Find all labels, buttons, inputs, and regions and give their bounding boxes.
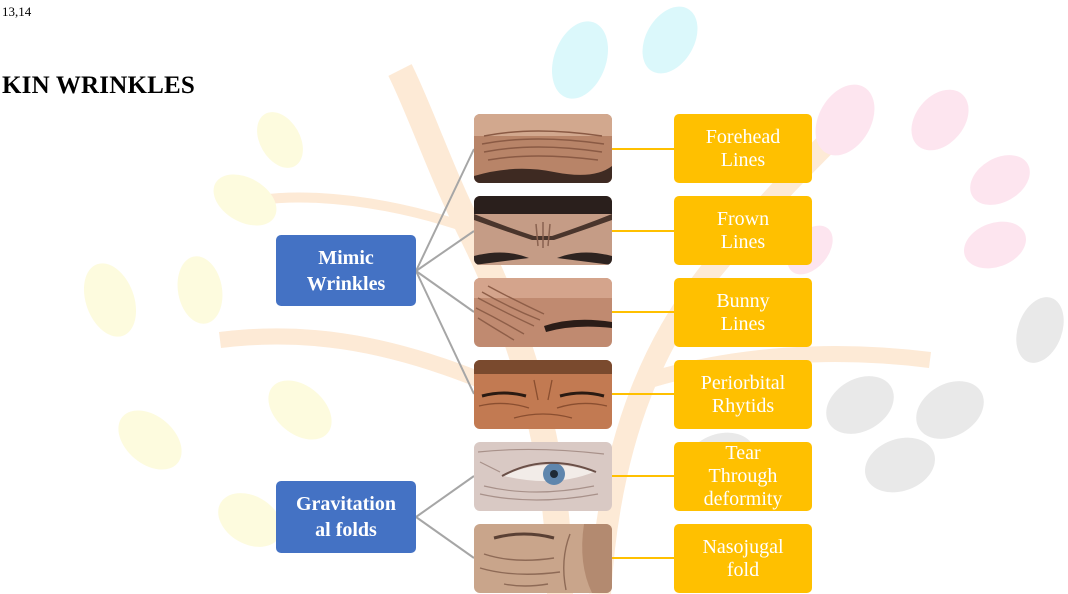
- tear-line-3: deformity: [704, 488, 783, 511]
- nasojugal-line-2: fold: [702, 559, 783, 582]
- forehead-line-1: Forehead: [706, 126, 780, 149]
- tear-line-1: Tear: [704, 442, 783, 465]
- frown-photo: [474, 196, 612, 265]
- bunny-line-2: Lines: [716, 313, 769, 336]
- periorbital-photo: [474, 360, 612, 429]
- connector-grav-nasojugal: [416, 517, 474, 558]
- bunny-photo: [474, 278, 612, 347]
- connector-mimic-frown: [416, 231, 474, 271]
- periorbital-line-2: Rhytids: [701, 395, 785, 418]
- connector-mimic-periorbital: [416, 271, 474, 394]
- periorbital-line-1: Periorbital: [701, 372, 785, 395]
- reference-note: 13,14: [2, 4, 31, 20]
- frown-line-1: Frown: [717, 208, 769, 231]
- forehead-photo: [474, 114, 612, 183]
- tear-line-2: Through: [704, 465, 783, 488]
- bunny-line-1: Bunny: [716, 290, 769, 313]
- nasojugal-photo: [474, 524, 612, 593]
- gravitational-label-line-1: Gravitation: [296, 491, 396, 517]
- connector-mimic-bunny: [416, 271, 474, 312]
- nasojugal-line-1: Nasojugal: [702, 536, 783, 559]
- page-heading: KIN WRINKLES: [2, 72, 195, 100]
- tear-trough-photo: [474, 442, 612, 511]
- frown-line-2: Lines: [717, 231, 769, 254]
- connector-mimic-forehead: [416, 149, 474, 271]
- forehead-line-2: Lines: [706, 149, 780, 172]
- connector-grav-tear: [416, 476, 474, 517]
- gravitational-label-line-2: al folds: [296, 517, 396, 543]
- mimic-label-line-1: Mimic: [307, 245, 386, 271]
- mimic-label-line-2: Wrinkles: [307, 271, 386, 297]
